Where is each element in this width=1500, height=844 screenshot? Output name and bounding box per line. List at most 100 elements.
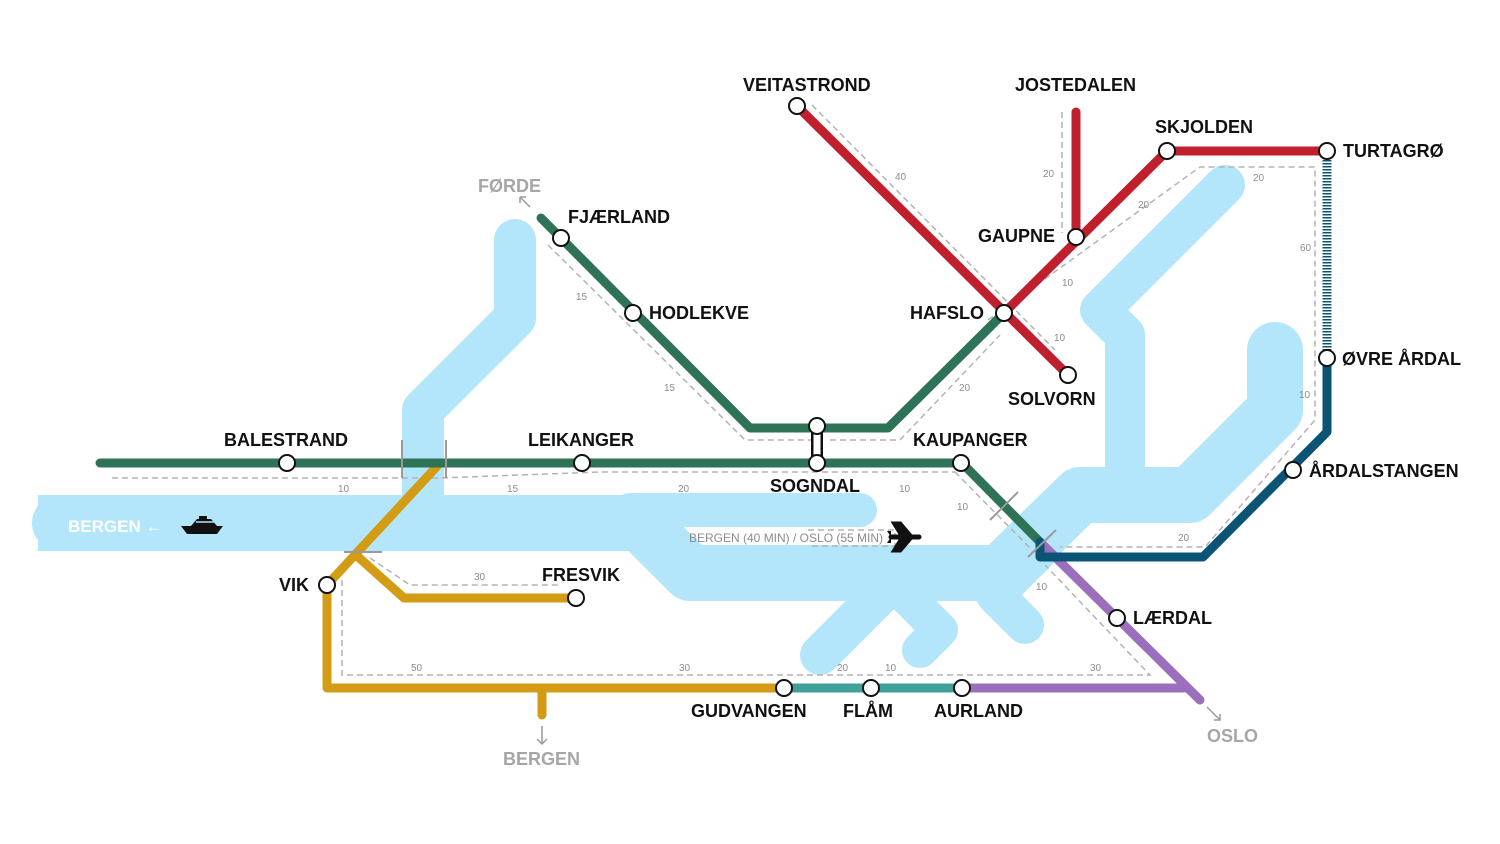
- route-yellow: [322, 458, 790, 693]
- station-kaupanger-marker[interactable]: [952, 454, 970, 472]
- label-leikanger: LEIKANGER: [528, 430, 634, 450]
- fjord-naeroy-arm: [882, 572, 958, 668]
- station-fjaerland-marker[interactable]: [552, 229, 570, 247]
- station-gudvangen-marker[interactable]: [775, 679, 793, 697]
- station-flam-marker[interactable]: [862, 679, 880, 697]
- route-yellow-fresvik: [351, 550, 581, 603]
- label-skjolden: SKJOLDEN: [1155, 117, 1253, 137]
- time-jostedalen-gaupne: 20: [1043, 169, 1055, 180]
- label-flight[interactable]: BERGEN (40 MIN) / OSLO (55 MIN): [689, 531, 883, 545]
- station-sogndal-north-marker[interactable]: [808, 417, 826, 435]
- label-forde[interactable]: FØRDE: [478, 176, 541, 196]
- ferry-mark-kaupanger: [989, 491, 1019, 521]
- route-navy: [1035, 355, 1332, 562]
- boat-route-label: BERGEN ←: [68, 516, 223, 536]
- station-laerdal-marker[interactable]: [1108, 609, 1126, 627]
- label-fjaerland: FJÆRLAND: [568, 207, 670, 227]
- fjord-water: [32, 165, 1303, 675]
- flight-label-group: BERGEN (40 MIN) / OSLO (55 MIN): [689, 521, 922, 553]
- time-sogndal-hafslo: 20: [959, 383, 971, 394]
- label-vik: VIK: [279, 575, 309, 595]
- label-hafslo: HAFSLO: [910, 303, 984, 323]
- time-gaupne-skjolden: 20: [1138, 200, 1150, 211]
- oslo-arrow-icon: [1206, 706, 1221, 721]
- station-ovre-ardal-marker[interactable]: [1318, 349, 1336, 367]
- time-flam-aurland: 10: [885, 663, 897, 674]
- label-laerdal: LÆRDAL: [1133, 608, 1212, 628]
- label-aurland: AURLAND: [934, 701, 1023, 721]
- time-balestrand-crossing: 10: [338, 484, 350, 495]
- station-fresvik-marker[interactable]: [567, 589, 585, 607]
- label-boat-bergen[interactable]: BERGEN ←: [68, 517, 162, 536]
- station-ardalstangen-marker[interactable]: [1284, 461, 1302, 479]
- time-hafslo-solvorn: 10: [1054, 333, 1066, 344]
- label-flam: FLÅM: [843, 701, 893, 721]
- fjord-fjaerland-arm: [402, 219, 536, 516]
- time-hafslo-gaupne: 10: [1062, 278, 1074, 289]
- label-kaupanger: KAUPANGER: [913, 430, 1028, 450]
- destinations: FØRDE BERGEN OSLO: [478, 176, 1258, 769]
- label-sogndal: SOGNDAL: [770, 476, 860, 496]
- label-balestrand: BALESTRAND: [224, 430, 348, 450]
- fjord-lustra-arm: [1080, 165, 1245, 515]
- station-aurland-marker[interactable]: [953, 679, 971, 697]
- label-oslo[interactable]: OSLO: [1207, 726, 1258, 746]
- time-ovre-ardal-ardalstangen: 10: [1299, 390, 1311, 401]
- dashed-lustrafjord-turtagro: [987, 166, 1316, 548]
- station-sogndal-marker[interactable]: [808, 454, 826, 472]
- station-leikanger-marker[interactable]: [573, 454, 591, 472]
- time-sogndal-kaupanger: 10: [899, 484, 911, 495]
- dashed-sogndal-hafslo: [830, 334, 1001, 441]
- dashed-veitastrond-solvorn: [811, 104, 1056, 351]
- time-vik-fresvik: 30: [474, 572, 486, 583]
- label-turtagro: TURTAGRØ: [1343, 141, 1444, 161]
- time-crossing-leikanger: 15: [507, 484, 519, 495]
- fjord-laerdal-arm: [976, 531, 1059, 644]
- fjord-aurland-arm: [800, 575, 900, 675]
- time-laerdal-ferry: 10: [1036, 582, 1048, 593]
- label-bergen-south[interactable]: BERGEN: [503, 749, 580, 769]
- station-hafslo-marker[interactable]: [995, 304, 1013, 322]
- stations: [278, 97, 1336, 697]
- station-skjolden-marker[interactable]: [1158, 142, 1176, 160]
- forde-arrow-icon: [519, 196, 531, 208]
- route-green-north: [536, 213, 1009, 433]
- station-balestrand-marker[interactable]: [278, 454, 296, 472]
- dashed-kaupanger-ferry: [954, 471, 1031, 549]
- label-jostedalen: JOSTEDALEN: [1015, 75, 1136, 95]
- road-guides: [112, 104, 1316, 676]
- station-solvorn-marker[interactable]: [1059, 366, 1077, 384]
- label-ovre-ardal: ØVRE ÅRDAL: [1342, 349, 1461, 369]
- airplane-icon: [887, 521, 922, 553]
- time-gudvangen-west: 30: [679, 663, 691, 674]
- label-hodlekve: HODLEKVE: [649, 303, 749, 323]
- time-hodlekve-sogndal: 15: [664, 383, 676, 394]
- station-veitastrond-marker[interactable]: [788, 97, 806, 115]
- label-solvorn: SOLVORN: [1008, 389, 1096, 409]
- time-skjolden-turtagro: 20: [1253, 173, 1265, 184]
- travel-times: 40 20 20 20 10 10 20 15 15 10 15 20 10 1…: [338, 169, 1312, 674]
- time-kaupanger-ferry: 10: [957, 502, 969, 513]
- station-labels: VEITASTROND JOSTEDALEN SKJOLDEN TURTAGRØ…: [224, 75, 1461, 721]
- time-aurland-laerdal: 30: [1090, 663, 1102, 674]
- station-vik-marker[interactable]: [318, 576, 336, 594]
- label-veitastrond: VEITASTROND: [743, 75, 871, 95]
- dashed-balestrand-kaupanger: [112, 471, 955, 479]
- boat-icon: [181, 516, 223, 534]
- station-turtagro-marker[interactable]: [1318, 142, 1336, 160]
- dashed-vik-fresvik: [369, 557, 560, 586]
- station-hodlekve-marker[interactable]: [624, 304, 642, 322]
- label-ardalstangen: ÅRDALSTANGEN: [1309, 461, 1459, 481]
- bergen-south-arrow-icon: [536, 726, 548, 746]
- route-red-veitastrond: [792, 101, 1073, 380]
- time-turtagro-ovre-ardal: 60: [1300, 243, 1312, 254]
- time-fjaerland-hodlekve: 15: [576, 292, 588, 303]
- time-leikanger-sogndal: 20: [678, 484, 690, 495]
- time-vik-gudvangen: 50: [411, 663, 423, 674]
- station-gaupne-marker[interactable]: [1067, 228, 1085, 246]
- route-lines: [95, 101, 1332, 720]
- ferry-crossings: [344, 440, 1057, 558]
- label-fresvik: FRESVIK: [542, 565, 620, 585]
- label-gaupne: GAUPNE: [978, 226, 1055, 246]
